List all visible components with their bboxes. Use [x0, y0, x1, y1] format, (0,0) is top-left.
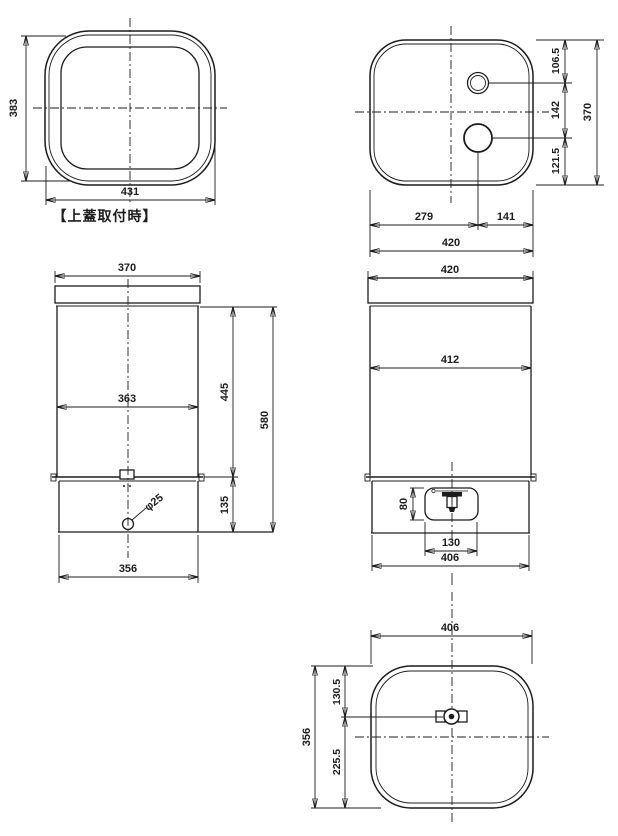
view-side-elevation: 363 φ25 370 445 135 580 356 — [50, 262, 277, 583]
seam-cap-right — [198, 473, 205, 482]
seam-cap-right — [530, 473, 537, 482]
faucet-mount-dot — [431, 488, 436, 494]
caption-cover-attached: 【上蓋取付時】 — [53, 208, 158, 225]
dim-depth-370: 370 — [582, 103, 594, 121]
dim-outlet-to-bottom: 225.5 — [331, 749, 343, 775]
view-bottom: 406 130.5 225.5 356 — [301, 592, 549, 822]
dim-drain-dia: φ25 — [143, 492, 166, 514]
dim-total-height-580: 580 — [259, 411, 271, 429]
hole-large — [463, 123, 493, 153]
dim-depth-383: 383 — [8, 99, 20, 117]
latch-dot — [129, 485, 131, 487]
hole-small-inner — [470, 75, 486, 91]
dim-outlet-from-top: 130.5 — [331, 679, 343, 705]
dim-lid-depth-370: 370 — [118, 262, 136, 274]
dim-width-420: 420 — [442, 237, 460, 249]
view-plan-open: 106.5 142 121.5 370 279 141 420 — [355, 26, 604, 257]
dim-width-406: 406 — [441, 622, 459, 634]
dim-body-width-412: 412 — [441, 354, 459, 366]
dim-base-height-135: 135 — [219, 496, 231, 514]
hole-small — [466, 71, 490, 95]
faucet-flange — [442, 492, 462, 497]
dim-holes-right: 141 — [497, 211, 515, 223]
tank-outline-inner — [373, 43, 530, 182]
dim-hole-spacing: 142 — [550, 101, 562, 119]
view-plan-with-cover: 383 431 【上蓋取付時】 — [8, 18, 227, 225]
view-front-elevation: 420 412 80 130 406 — [364, 264, 537, 585]
latch-dot — [123, 485, 125, 487]
seam-cap-left — [364, 473, 371, 482]
dim-width-431: 431 — [121, 186, 139, 198]
leader-line — [131, 507, 147, 521]
dim-inner-depth-363: 363 — [118, 393, 136, 405]
tank-outline-outer — [369, 39, 534, 186]
dim-depth-356: 356 — [301, 728, 313, 746]
dim-base-depth-356: 356 — [119, 563, 137, 575]
lid — [54, 285, 201, 304]
lid — [367, 277, 534, 304]
dim-recess-height-80: 80 — [398, 498, 410, 510]
dim-holes-left: 279 — [415, 211, 433, 223]
dim-lid-width-420: 420 — [441, 264, 459, 276]
lid-latch-tab — [119, 469, 135, 480]
dim-body-height-445: 445 — [219, 383, 231, 401]
seam-cap-left — [50, 473, 57, 482]
faucet-recess — [424, 487, 479, 521]
dim-base-width-406: 406 — [441, 552, 459, 564]
outlet-fitting-center — [448, 713, 455, 720]
dim-hole2-offset: 121.5 — [550, 148, 562, 174]
dim-hole1-offset: 106.5 — [550, 48, 562, 74]
dim-recess-width-130: 130 — [442, 537, 460, 549]
